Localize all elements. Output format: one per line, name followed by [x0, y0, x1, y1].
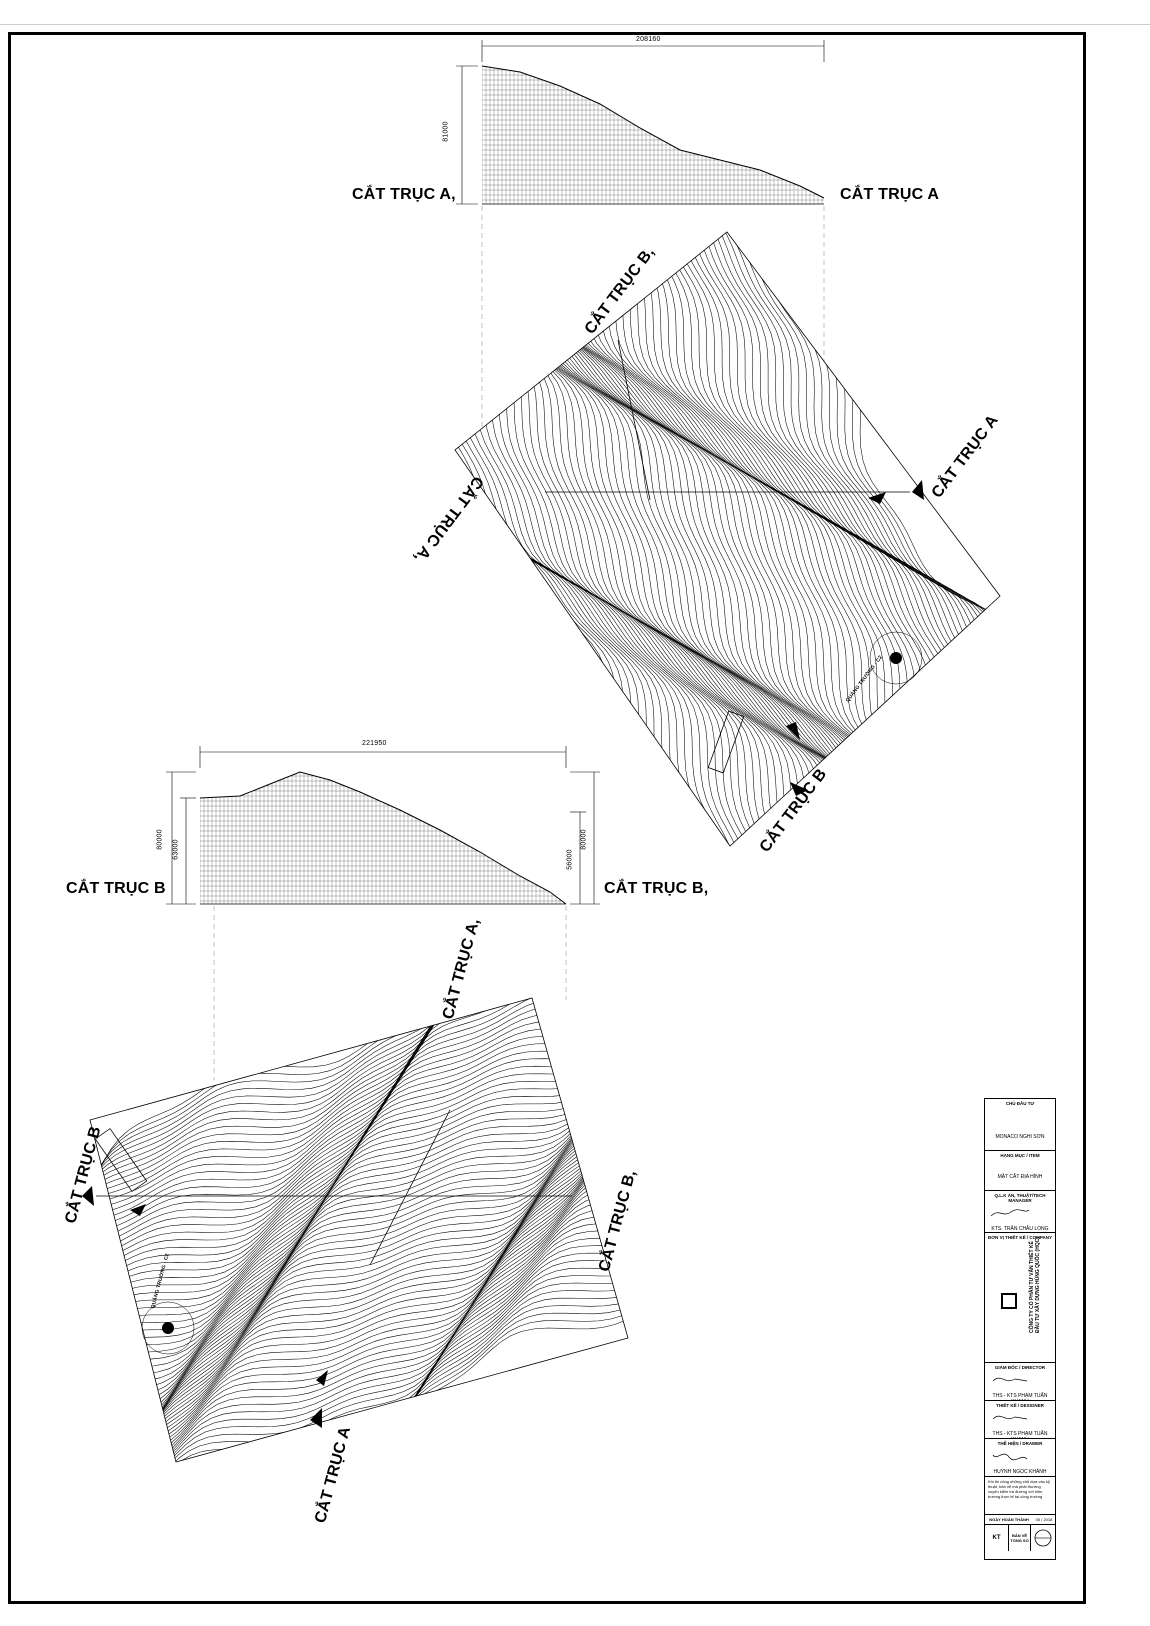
- plan-1-plaza-node: [890, 652, 902, 664]
- sheet-trim-line: [0, 24, 1150, 25]
- designer-name: THS - KTS PHẠM TUẤN KHANH: [992, 1431, 1048, 1438]
- drawing-frame: [8, 32, 1086, 1604]
- designer-cell: THIẾT KẾ / DESIGNER THS - KTS PHẠM TUẤN …: [985, 1401, 1055, 1439]
- date-cell: NGÀY HOÀN THÀNH 05 / 2018: [985, 1515, 1055, 1525]
- total-label: TỔNG SỐ: [1010, 1538, 1029, 1543]
- investor-cell: CHỦ ĐẦU TƯ MONACO NGHI SƠN: [985, 1099, 1055, 1151]
- plan-2-arrow-b-start: [130, 1204, 146, 1216]
- director-cell: GIÁM ĐỐC / DIRECTOR THS - KTS PHẠM TUẤN …: [985, 1363, 1055, 1401]
- sheet-number-row: KT BẢN VẼ TỔNG SỐ: [985, 1525, 1055, 1551]
- section-a-right-label: CẮT TRỤC A: [840, 186, 940, 203]
- projection-lines-b: [213, 906, 567, 1080]
- approver-header: Q.L.K ÁN, THUẬT/TECH MANAGER: [994, 1193, 1046, 1203]
- date-value: 05 / 2018: [1035, 1517, 1053, 1522]
- section-b-left-label: CẮT TRỤC B: [66, 880, 166, 897]
- plan-2-contour-map: [82, 997, 629, 1463]
- designer-signature: [992, 1415, 1028, 1420]
- section-a-profile: [481, 65, 825, 205]
- item-cell: HẠNG MỤC / ITEM MẶT CẮT ĐỊA HÌNH: [985, 1151, 1055, 1191]
- plan-2-bridge: [94, 1128, 148, 1192]
- item-name: MẶT CẮT ĐỊA HÌNH: [997, 1174, 1043, 1180]
- drafter-header: THỂ HIỆN / DRAWER: [997, 1441, 1043, 1446]
- section-b-right-inner-dim: 56000: [566, 849, 574, 870]
- section-b-dimensions: [166, 746, 600, 905]
- drafter-name: HUỲNH NGỌC KHÁNH: [993, 1469, 1047, 1475]
- plan-2-arrow-a-start: [316, 1370, 328, 1386]
- company-cell: ĐƠN VỊ THIẾT KẾ / COMPANY CÔNG TY CỔ PHẦ…: [985, 1233, 1055, 1363]
- date-label: NGÀY HOÀN THÀNH: [989, 1517, 1029, 1522]
- approver-name: KTS. TRẦN CHÂU LONG: [991, 1226, 1049, 1232]
- drafter-signature: [992, 1453, 1028, 1461]
- drafter-cell: THỂ HIỆN / DRAWER HUỲNH NGỌC KHÁNH: [985, 1439, 1055, 1477]
- approver-cell: Q.L.K ÁN, THUẬT/TECH MANAGER KTS. TRẦN C…: [985, 1191, 1055, 1233]
- plan-2-arrow-a: [310, 1408, 322, 1428]
- sheet-label: BẢN VẼ: [1011, 1533, 1028, 1538]
- plan-2-arrow-b: [82, 1186, 94, 1206]
- director-name: THS - KTS PHẠM TUẤN KHANH: [992, 1393, 1048, 1400]
- section-b-profile: [199, 771, 567, 905]
- investor-name: MONACO NGHI SƠN: [995, 1134, 1045, 1140]
- sheet-number-circle: [1031, 1525, 1055, 1551]
- plan-1-arrow-a-end: [912, 480, 924, 500]
- director-header: GIÁM ĐỐC / DIRECTOR: [994, 1365, 1046, 1370]
- approver-signature: [990, 1209, 1030, 1217]
- plan-1-arrow-b: [786, 722, 800, 740]
- construction-note: Khi thi công những chỗ dựa vào kỹ thuật,…: [988, 1479, 1051, 1499]
- designer-header: THIẾT KẾ / DESIGNER: [996, 1403, 1044, 1408]
- company-name: CÔNG TY CỔ PHẦN TƯ VẤN THIẾT KẾ ĐẦU TƯ X…: [1029, 1237, 1041, 1333]
- section-a-height-dim: 81000: [442, 121, 450, 142]
- plan-1-arrow-b-end: [790, 782, 808, 796]
- plan-1-arrow-a: [868, 492, 886, 504]
- investor-header: CHỦ ĐẦU TƯ: [1005, 1101, 1035, 1106]
- company-logo: [1001, 1293, 1017, 1309]
- drawing-code: KT: [985, 1525, 1009, 1551]
- title-block: CHỦ ĐẦU TƯ MONACO NGHI SƠN HẠNG MỤC / IT…: [984, 1098, 1056, 1560]
- section-b-width-dim: 221950: [362, 740, 387, 747]
- section-a-dimensions: [456, 40, 825, 205]
- plan-2-plaza-node: [162, 1322, 174, 1334]
- section-b-inner-left-dim: 63000: [172, 839, 180, 860]
- company-header: ĐƠN VỊ THIẾT KẾ / COMPANY: [987, 1235, 1052, 1240]
- section-b-height-left-dim: 80000: [156, 829, 164, 850]
- section-b-right-outer-dim: 80000: [580, 829, 588, 850]
- sheet-labels: BẢN VẼ TỔNG SỐ: [1009, 1525, 1031, 1551]
- section-a-width-dim: 208160: [636, 36, 661, 43]
- plan-1-section-line-b: [617, 339, 651, 501]
- plan-1-bridge: [707, 710, 745, 774]
- item-header: HẠNG MỤC / ITEM: [1000, 1153, 1040, 1158]
- note-cell: Khi thi công những chỗ dựa vào kỹ thuật,…: [985, 1477, 1055, 1515]
- director-signature: [992, 1377, 1028, 1382]
- section-a-left-label: CẮT TRỤC A,: [352, 186, 456, 203]
- plan-2-section-line-a: [369, 1109, 451, 1266]
- section-b-right-label: CẮT TRỤC B,: [604, 880, 709, 897]
